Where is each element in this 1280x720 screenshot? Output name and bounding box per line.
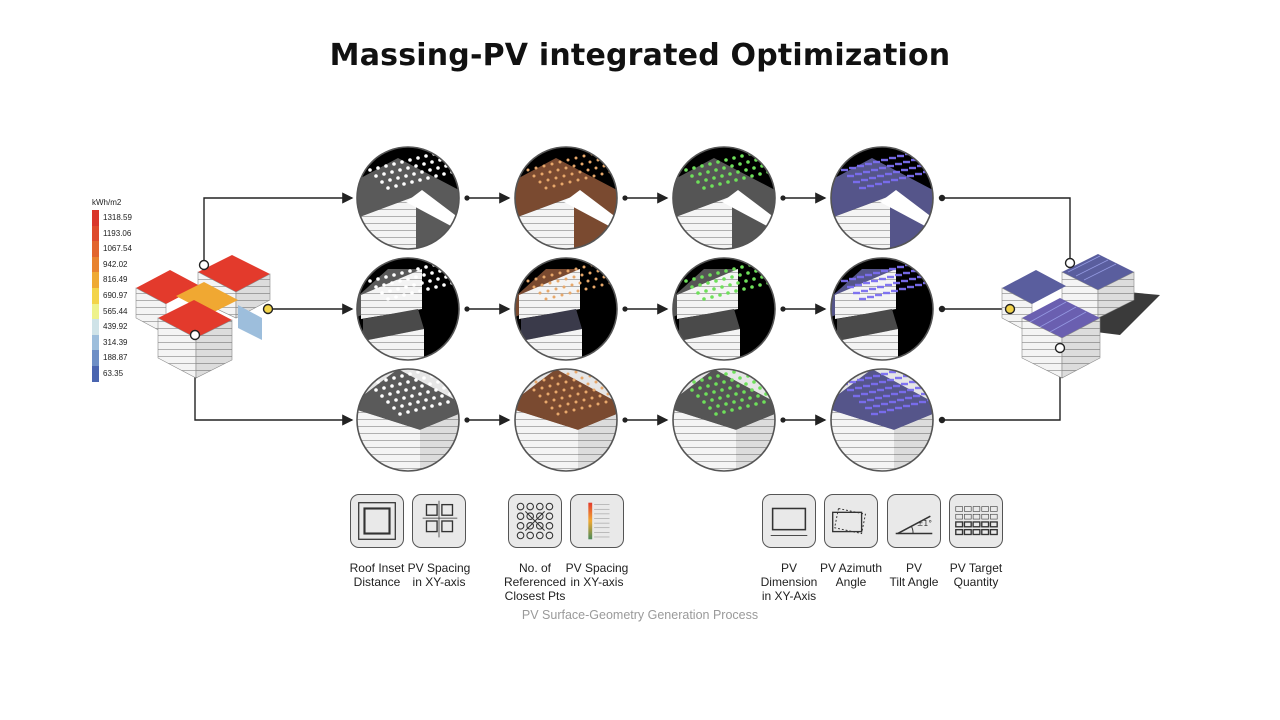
- legend-entry: 690.97: [92, 288, 152, 304]
- legend-swatch: [92, 225, 99, 242]
- legend-entry: 314.39: [92, 334, 152, 351]
- legend-entry: 63.35: [92, 366, 152, 382]
- stage-circle: [673, 369, 775, 471]
- page-title: Massing-PV integrated Optimization: [329, 38, 951, 73]
- stage-circle: [357, 147, 459, 249]
- legend-entry: 1318.59: [92, 210, 152, 226]
- legend-entry: 565.44: [92, 303, 152, 320]
- stage-circles: [356, 146, 934, 472]
- parameter-label-line: in XY-axis: [412, 575, 466, 589]
- parameter-label-line: Distance: [353, 575, 401, 589]
- parameter-label-line: Closest Pts: [504, 589, 566, 603]
- parameter-label-line: PV: [905, 561, 922, 575]
- input-massing-model: [135, 255, 274, 379]
- parameter-label-line: Dimension: [760, 575, 818, 589]
- legend-swatch: [92, 210, 99, 226]
- legend-swatch: [92, 303, 99, 320]
- pv-tilt-icon: ±1°: [887, 494, 941, 548]
- legend-value: 314.39: [103, 337, 128, 347]
- parameter-label-line: PV Spacing: [565, 561, 629, 575]
- closest-points-icon: [508, 494, 562, 548]
- pv-quantity-icon: [949, 494, 1003, 548]
- svg-text:±1°: ±1°: [917, 519, 932, 528]
- legend-value: 565.44: [103, 306, 128, 316]
- legend-value: 1193.06: [103, 228, 132, 238]
- legend-value: 1067.54: [103, 244, 132, 254]
- output-massing-model: [1001, 254, 1160, 379]
- legend-swatch: [92, 366, 99, 382]
- legend-entry: 942.02: [92, 256, 152, 273]
- pv-spacing-icon: [412, 494, 466, 548]
- parameter-label-line: PV Spacing: [407, 561, 471, 575]
- legend-swatch: [92, 272, 99, 288]
- legend-swatch: [92, 319, 99, 335]
- parameter-label-line: Tilt Angle: [889, 575, 939, 589]
- parameter-label-line: Angle: [835, 575, 867, 589]
- parameter-label-line: PV Azimuth: [819, 561, 883, 575]
- legend-value: 439.92: [103, 322, 128, 332]
- legend-entry: 188.87: [92, 350, 152, 366]
- legend-value: 816.49: [103, 275, 128, 285]
- legend-swatch: [92, 334, 99, 351]
- parameter-label-line: in XY-axis: [570, 575, 624, 589]
- legend-entry: 439.92: [92, 319, 152, 335]
- legend-value: 942.02: [103, 259, 128, 269]
- legend-unit: kWh/m2: [92, 198, 122, 207]
- legend-swatch: [92, 288, 99, 304]
- stage-circle: [515, 258, 617, 360]
- pv-azimuth-icon: [824, 494, 878, 548]
- parameter-label-line: in XY-Axis: [761, 589, 817, 603]
- legend-value: 690.97: [103, 291, 128, 300]
- stage-circle: [673, 147, 775, 249]
- legend-swatch: [92, 256, 99, 273]
- parameter-label-line: Referenced: [503, 575, 567, 589]
- roof-inset-icon: [350, 494, 404, 548]
- legend-swatch: [92, 241, 99, 257]
- legend-entry: 1067.54: [92, 241, 152, 257]
- stage-circle: [673, 258, 775, 360]
- legend-value: 1318.59: [103, 213, 132, 222]
- parameter-label-line: No. of: [518, 561, 551, 575]
- parameter-label-line: Quantity: [953, 575, 999, 589]
- legend-swatch: [92, 350, 99, 366]
- pv-spacing-gradient-icon: [570, 494, 624, 548]
- legend-entry: 816.49: [92, 272, 152, 288]
- parameter-label-line: PV: [780, 561, 797, 575]
- figure-caption: PV Surface-Geometry Generation Process: [521, 608, 759, 622]
- parameter-label-line: PV Target: [949, 561, 1003, 575]
- stage-circle: [831, 258, 933, 360]
- pv-dimension-icon: [762, 494, 816, 548]
- legend-value: 188.87: [103, 353, 128, 363]
- legend-entry: 1193.06: [92, 225, 152, 242]
- legend-value: 63.35: [103, 369, 124, 378]
- parameter-label-line: Roof Inset: [349, 561, 405, 575]
- stage-arrows: [464, 192, 827, 426]
